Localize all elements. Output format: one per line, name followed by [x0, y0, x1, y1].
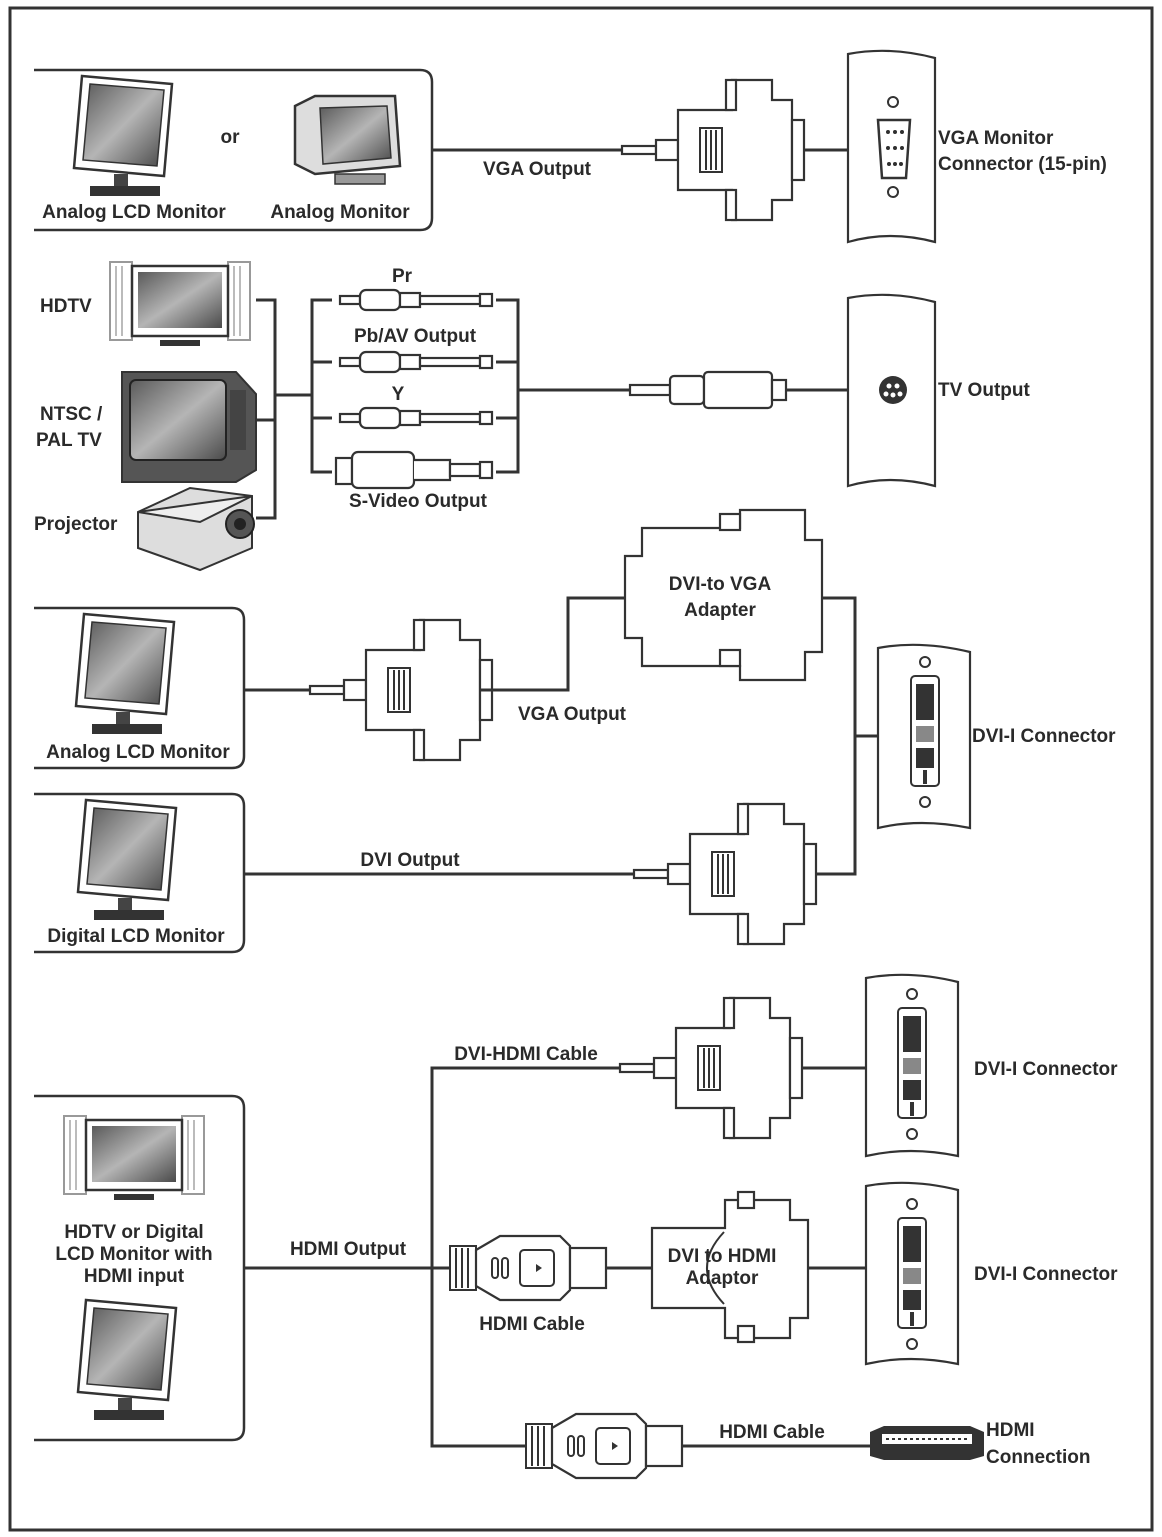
dvi-connector-label-2: DVI-I Connector — [974, 1059, 1118, 1080]
device-label-analog-lcd-2: Analog LCD Monitor — [46, 742, 230, 763]
hdmi-cable-label-1: HDMI Cable — [479, 1314, 585, 1335]
hdmi-port-label-line2: Connection — [986, 1447, 1091, 1468]
vga-port-screw-top — [887, 96, 899, 108]
dvi-connector-label-3: DVI-I Connector — [974, 1264, 1118, 1285]
hdmi-plug-icon-1 — [448, 1234, 608, 1302]
or-separator: or — [221, 127, 241, 148]
hdmi-cable-label-2: HDMI Cable — [719, 1422, 825, 1443]
vga-output-label-2: VGA Output — [518, 704, 627, 725]
dvi-plug-icon — [632, 802, 818, 946]
crt-tv-icon — [121, 371, 257, 483]
hdmi-trunk-line — [430, 1066, 620, 1448]
hdmi-port-label-line1: HDMI — [986, 1420, 1035, 1441]
y-plug-icon — [338, 406, 494, 430]
adaptor-label-line2: Adaptor — [686, 1268, 759, 1289]
device-label-digital-lcd: Digital LCD Monitor — [47, 926, 225, 947]
hdmi-output-label: HDMI Output — [290, 1239, 407, 1260]
device-label-hdtv: HDTV — [40, 296, 92, 317]
vga-port-screw-bottom — [887, 186, 899, 198]
dvi-hdmi-cable-label: DVI-HDMI Cable — [454, 1044, 598, 1065]
dvi-to-vga-adapter-icon — [623, 508, 824, 682]
device-label-analog-lcd: Analog LCD Monitor — [42, 202, 226, 223]
s-video-output-label: S-Video Output — [349, 491, 488, 512]
adaptor-label-line1: DVI to HDMI — [668, 1246, 777, 1267]
outer-frame — [8, 6, 1154, 1532]
dvi-section: Analog LCD Monitor VGA Output DVI-to VGA… — [34, 508, 1116, 954]
dvi-connector-label-1: DVI-I Connector — [972, 726, 1116, 747]
vga-port-label-line2: Connector (15-pin) — [938, 154, 1107, 175]
dvi-port-icon-1 — [910, 656, 940, 808]
vga-section: or Analog LCD Monitor Analog Monitor VGA… — [34, 49, 1107, 244]
device-label-projector: Projector — [34, 514, 118, 535]
vga-plug-icon-2 — [308, 618, 494, 762]
dvi-port-icon-2 — [897, 988, 927, 1140]
dvi-hdmi-plug-icon — [618, 996, 804, 1140]
hdtv-icon — [108, 260, 252, 348]
projector-icon — [137, 486, 255, 572]
device-label-analog-monitor: Analog Monitor — [270, 202, 410, 223]
pr-label: Pr — [392, 266, 413, 287]
adapter-label-line1: DVI-to VGA — [669, 574, 772, 595]
pr-plug-icon — [338, 288, 494, 312]
dvi-to-hdmi-adaptor-icon — [650, 1190, 810, 1344]
s-video-plug-icon — [334, 450, 494, 490]
adapter-label-line2: Adapter — [684, 600, 756, 621]
hdtv-icon-2 — [62, 1114, 206, 1202]
tv-section: HDTV NTSC / PAL TV Projector — [34, 260, 1030, 572]
pb-av-output-label: Pb/AV Output — [354, 326, 477, 347]
y-label: Y — [392, 384, 405, 405]
hdmi-device-label-line2: LCD Monitor with — [55, 1244, 212, 1265]
device-label-ntsc: NTSC / — [40, 404, 103, 425]
vga-to-adapter-line — [480, 596, 625, 692]
tv-out-port-icon — [879, 376, 907, 404]
dvi-output-label: DVI Output — [360, 850, 460, 871]
hdmi-section: HDTV or Digital LCD Monitor with HDMI in… — [34, 973, 1118, 1480]
hdmi-device-label-line3: HDMI input — [84, 1266, 185, 1287]
hdmi-device-label-line1: HDTV or Digital — [64, 1222, 203, 1243]
device-label-pal-tv: PAL TV — [36, 430, 102, 451]
pb-plug-icon — [338, 350, 494, 374]
vga-output-label: VGA Output — [483, 159, 592, 180]
hdmi-plug-icon-2 — [524, 1412, 684, 1480]
dvi-port-icon-3 — [897, 1198, 927, 1350]
vga-plug-icon — [620, 78, 806, 222]
tv-output-port-label: TV Output — [938, 380, 1030, 401]
tv-devices-bracket — [256, 298, 277, 520]
plug-bracket-right — [496, 298, 520, 474]
tv-out-plug-icon — [628, 370, 788, 410]
vga-port-label-line1: VGA Monitor — [938, 128, 1054, 149]
plug-bracket-left — [310, 298, 332, 474]
hdmi-port-icon — [870, 1426, 984, 1460]
